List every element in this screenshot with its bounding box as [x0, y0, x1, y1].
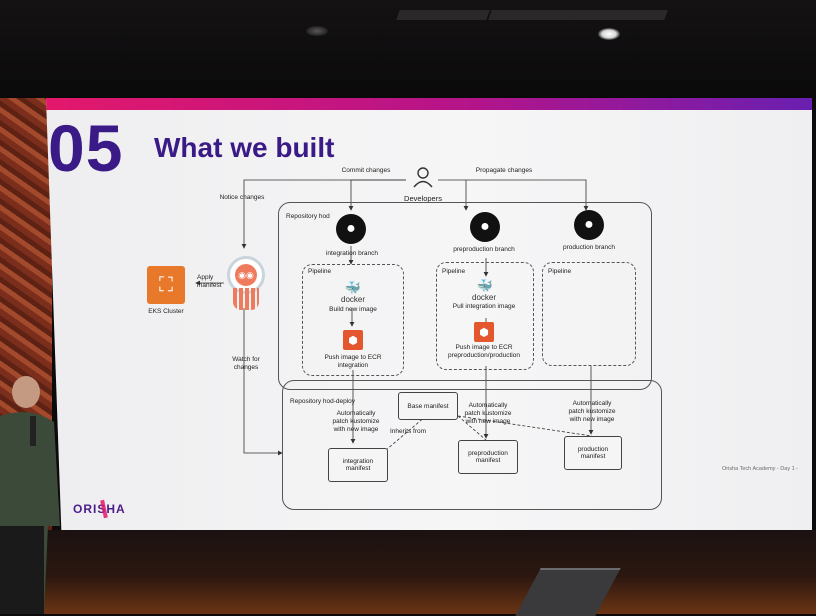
pull-integration-image-label: Pull integration image — [452, 303, 516, 310]
developers-label: Developers — [404, 194, 442, 203]
logo-text: ORISHA — [73, 502, 126, 516]
integration-branch-label: integration branch — [325, 250, 379, 257]
commit-changes-label: Commit changes — [341, 167, 391, 174]
push-ecr-integration-label: Push image to ECR integration — [324, 354, 382, 370]
user-icon — [413, 167, 433, 188]
ceiling-lamp-dim — [306, 26, 328, 36]
repository-hod-box — [278, 202, 652, 390]
auto-patch-integration-label: Automatically patch kustomize with new i… — [332, 410, 380, 434]
github-icon: ● — [574, 210, 604, 240]
docker-icon: 🐳 — [476, 278, 494, 293]
watch-for-changes-label: Watch for changes — [232, 356, 260, 372]
build-new-image-label: Build new image — [329, 306, 377, 313]
ceiling-light-rail — [568, 10, 668, 20]
slide-title: What we built — [154, 132, 335, 163]
production-branch-label: production branch — [562, 244, 616, 251]
stage-floor — [0, 530, 816, 614]
pipeline-label: Pipeline — [308, 268, 332, 275]
repository-hod-label: Repository hod — [286, 213, 330, 220]
base-manifest-box: Base manifest — [398, 392, 458, 420]
inherits-from-label: Inherits from — [389, 428, 427, 435]
pipeline-preproduction-box — [436, 262, 534, 370]
eks-cluster-label: EKS Cluster — [148, 308, 184, 315]
ceiling — [0, 0, 816, 98]
argo-face: ◉◉ — [235, 264, 257, 286]
docker-label: docker — [340, 295, 366, 304]
pipeline-production-box — [542, 262, 636, 366]
preproduction-branch-label: preproduction branch — [453, 246, 515, 253]
diagram-connectors — [195, 179, 594, 456]
argo-tentacles — [233, 288, 259, 310]
speaker-silhouette — [0, 376, 60, 614]
ecr-icon: ⬢ — [474, 322, 494, 342]
docker-icon: 🐳 — [344, 280, 362, 295]
repository-hod-deploy-box — [282, 380, 662, 510]
notice-changes-label: Notice changes — [219, 194, 265, 201]
ceiling-lamp — [598, 28, 620, 40]
gradient-top-bar — [46, 98, 812, 110]
auto-patch-production-label: Automatically patch kustomize with new i… — [568, 400, 616, 424]
github-icon: ● — [336, 214, 366, 244]
footer-note: Orisha Tech Academy - Day 1 - — [722, 466, 799, 472]
ceiling-light-rail — [396, 10, 490, 20]
github-icon: ● — [470, 212, 500, 242]
repository-hod-deploy-label: Repository hod-deploy — [290, 398, 356, 405]
auto-patch-preprod-label: Automatically patch kustomize with new i… — [464, 402, 512, 426]
integration-manifest-box: integration manifest — [328, 448, 388, 482]
eks-icon: ⛶ — [147, 266, 185, 304]
production-manifest-box: production manifest — [564, 436, 622, 470]
pipeline-label: Pipeline — [548, 268, 572, 275]
docker-label: docker — [471, 293, 497, 302]
propagate-changes-label: Propagate changes — [475, 167, 533, 174]
orisha-logo: ORISHA — [73, 499, 126, 519]
push-ecr-preprod-label: Push image to ECR preproduction/producti… — [448, 344, 520, 360]
pipeline-label: Pipeline — [442, 268, 466, 275]
slide: 05 What we built — [46, 98, 812, 530]
pipeline-integration-box — [302, 264, 404, 376]
apply-manifest-label: Apply manifest — [197, 274, 222, 290]
slide-number: 05 — [48, 111, 124, 185]
preproduction-manifest-box: preproduction manifest — [458, 440, 518, 474]
ecr-icon: ⬢ — [343, 330, 363, 350]
projection-screen: 05 What we built — [46, 98, 812, 530]
